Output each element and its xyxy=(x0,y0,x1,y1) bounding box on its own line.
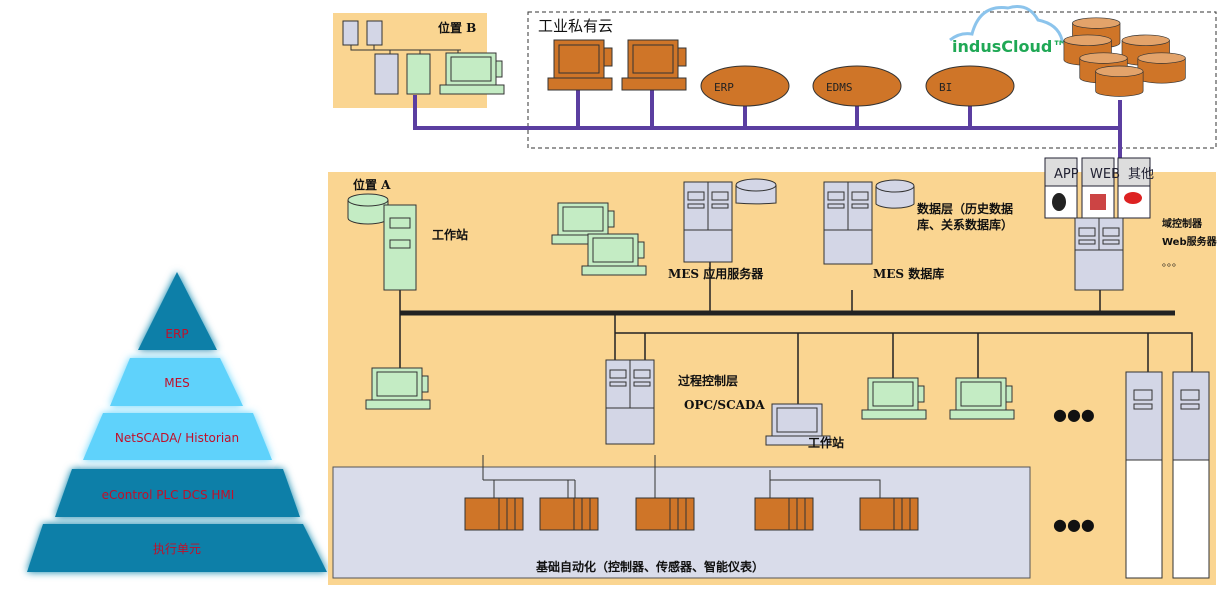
pyramid-label-scada: NetSCADA/ Historian xyxy=(115,431,239,445)
scada-server-icon xyxy=(605,359,655,413)
terminal-icon xyxy=(366,20,383,46)
pyramid-level-mes xyxy=(110,358,243,406)
more-stations-ellipsis: ●●● xyxy=(1053,405,1095,424)
domain-more-label: 。。。 xyxy=(1162,258,1182,269)
controller-icon xyxy=(464,497,524,531)
hmi-station-icon xyxy=(861,377,927,420)
linux-icon xyxy=(1052,193,1066,211)
pyramid-label-mes: MES xyxy=(164,376,190,390)
workstation2-icon xyxy=(765,403,831,446)
pyramid-level-control xyxy=(55,469,300,517)
data-layer-label-line1: 数据层（历史数据 xyxy=(917,201,1013,216)
workstation-icon xyxy=(347,193,417,291)
private-cloud-zone xyxy=(527,11,1217,149)
redhat-icon xyxy=(1124,192,1142,204)
computer-icon xyxy=(439,52,505,95)
platform-app: APP xyxy=(1054,167,1079,182)
more-devices-ellipsis: ●●● xyxy=(1053,515,1095,534)
controller-icon xyxy=(539,497,599,531)
web-server-label: Web服务器 xyxy=(1162,235,1218,248)
cloud-workstation-icon xyxy=(621,39,687,91)
pyramid-level-execution xyxy=(27,524,327,572)
opc-scada-label: OPC/SCADA xyxy=(684,398,765,412)
workstation2-label: 工作站 xyxy=(808,435,844,450)
private-cloud-title: 工业私有云 xyxy=(538,17,613,35)
server-icon xyxy=(406,53,431,95)
edms-label: EDMS xyxy=(826,81,853,94)
bi-label: BI xyxy=(939,81,952,94)
bi-node xyxy=(925,65,1015,107)
operator-station-icon xyxy=(365,367,431,410)
server-icon xyxy=(374,53,399,95)
platform-web: WEB xyxy=(1090,167,1120,182)
pyramid-label-control: eControl PLC DCS HMI xyxy=(102,488,235,502)
location-b-title: 位置 B xyxy=(438,20,476,35)
process-layer-label: 过程控制层 xyxy=(678,373,738,388)
erp-node xyxy=(700,65,790,107)
mes-database-icon xyxy=(823,181,873,235)
data-layer-label-line2: 库、关系数据库） xyxy=(917,217,1013,232)
platform-cards: APP WEB 其他 xyxy=(1044,157,1154,219)
cloud-workstation-icon xyxy=(547,39,613,91)
pyramid xyxy=(27,272,327,572)
mes-app-server-icon xyxy=(683,181,733,235)
cloud-icon xyxy=(949,5,1068,55)
controller-icon xyxy=(859,497,919,531)
edms-node xyxy=(812,65,902,107)
database-cluster-icon xyxy=(1063,17,1186,97)
mes-client-icon xyxy=(581,233,647,276)
pyramid-level-erp xyxy=(138,272,217,350)
induscloud-brand: indusCloud™ xyxy=(952,37,1068,56)
hmi-station-icon xyxy=(949,377,1015,420)
terminal-icon xyxy=(342,20,359,46)
erp-label: ERP xyxy=(714,81,734,94)
workstation-label: 工作站 xyxy=(432,227,468,242)
cloud-network-bus xyxy=(413,88,1122,160)
pyramid-level-scada xyxy=(83,413,272,460)
mes-db-label: MES 数据库 xyxy=(873,266,944,281)
cabinet-icon xyxy=(1172,371,1210,579)
cabinet-icon xyxy=(1125,371,1163,579)
pyramid-label-execution: 执行单元 xyxy=(153,542,201,556)
location-a-title: 位置 A xyxy=(353,177,391,192)
mes-app-server-label: MES 应用服务器 xyxy=(668,266,764,281)
domain-controller-label: 域控制器 xyxy=(1162,217,1203,230)
platform-other: 其他 xyxy=(1128,167,1154,182)
controller-icon xyxy=(754,497,814,531)
pyramid-label-erp: ERP xyxy=(165,327,188,341)
windows-icon xyxy=(1090,194,1106,210)
basic-automation-label: 基础自动化（控制器、传感器、智能仪表） xyxy=(535,559,764,574)
controller-icon xyxy=(635,497,695,531)
